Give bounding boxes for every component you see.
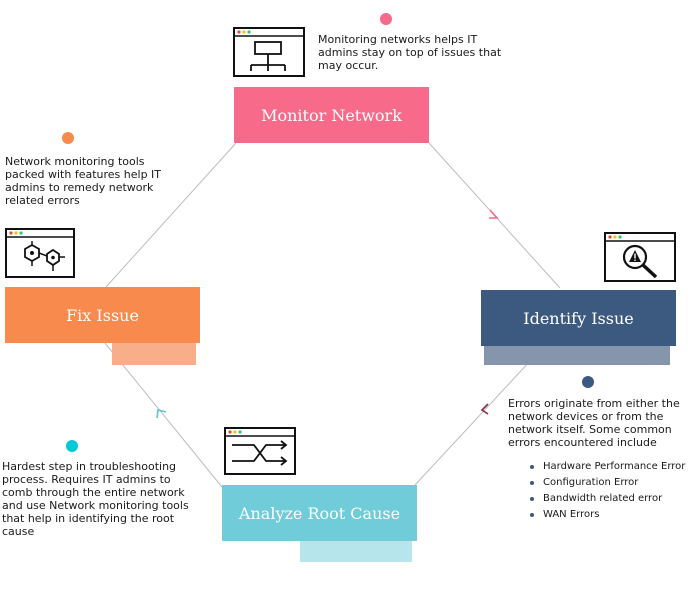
arrow-to-fix [156,409,167,419]
analyze-description: Hardest step in troubleshooting process.… [2,460,189,538]
fix-dot [62,132,74,144]
analyze-root-cause-box: Analyze Root Cause [222,485,417,541]
monitor-network-label: Monitor Network [261,105,402,125]
monitor-dot [380,13,392,25]
analyze-root-cause-shadow [300,538,412,562]
identify-description: Errors originate from either the network… [508,397,680,449]
arrow-to-analyze [480,403,489,415]
connector-identify-analyze [414,344,546,486]
analyze-root-cause-label: Analyze Root Cause [238,503,401,523]
network-topology-icon [233,27,305,77]
identify-issue-shadow [484,343,670,365]
identify-issue-box: Identify Issue [481,290,676,346]
error-item: WAN Errors [530,507,685,523]
crossing-arrows-icon [224,427,296,475]
fix-issue-label: Fix Issue [66,305,139,325]
identify-issue-label: Identify Issue [523,308,634,328]
analyze-dot [66,440,78,452]
monitor-description: Monitoring networks helps IT admins stay… [318,33,502,72]
fix-issue-box: Fix Issue [5,287,200,343]
connector-fix-monitor [105,142,237,288]
gears-icon [5,228,75,278]
connector-analyze-fix [104,342,223,488]
monitor-network-box: Monitor Network [234,87,429,143]
error-item: Configuration Error [530,475,685,491]
warning-magnifier-icon [604,232,676,282]
common-errors-list: Hardware Performance Error Configuration… [530,459,685,523]
error-item: Bandwidth related error [530,491,685,507]
fix-description: Network monitoring tools packed with fea… [5,155,162,207]
error-item: Hardware Performance Error [530,459,685,475]
fix-issue-shadow [112,340,196,365]
identify-dot [582,376,594,388]
arrow-to-identify [489,209,499,219]
